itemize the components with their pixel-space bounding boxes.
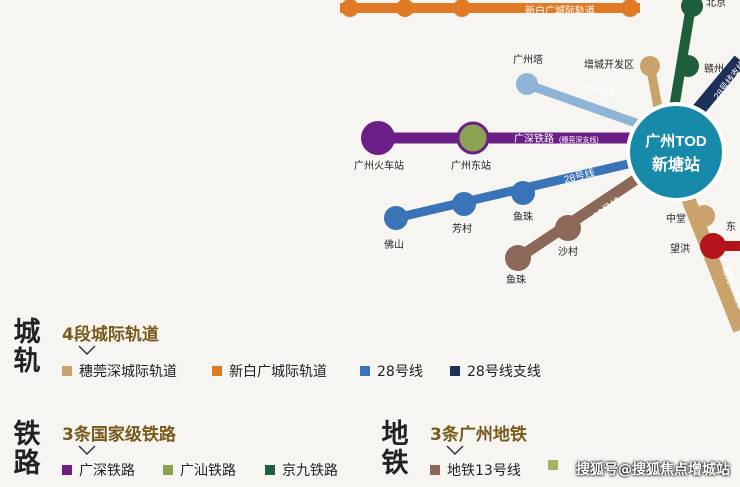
railway-heading: 3条国家级铁路 (62, 425, 176, 445)
legend-swatch (265, 465, 275, 475)
guangzhou-ta-label: 广州塔 (513, 53, 543, 66)
legend-item (548, 460, 565, 470)
l20-line-label: 20号线 (582, 79, 616, 101)
station-dot (621, 0, 639, 17)
shacun-label: 沙村 (558, 245, 578, 258)
chevron-down-icon (446, 445, 464, 456)
legend-item-label: 28号线支线 (467, 364, 541, 380)
legend-item: 28号线 (360, 361, 423, 381)
legend-swatch (62, 465, 72, 475)
xinbai-line-label: 新白广城际轨道 (525, 4, 595, 17)
dong-label: 东 (726, 220, 736, 233)
yuzhu-28-station-dot (511, 181, 535, 205)
fangcun-station-dot (452, 192, 476, 216)
ganzhou-station-label: 赣州 (704, 62, 724, 75)
guangshen-line-sublabel: (穗莞深支线) (559, 135, 599, 144)
hub-subtitle: 新塘站 (652, 155, 700, 174)
legend-item: 新白广城际轨道 (212, 361, 327, 381)
legend-item-label: 京九铁路 (282, 463, 338, 479)
intercity-category-label: 城轨 (13, 317, 41, 377)
l20-line (524, 79, 652, 133)
legend-item: 穗莞深城际轨道 (62, 361, 177, 381)
beijing-station-dot (681, 0, 703, 17)
l13-line (514, 165, 654, 263)
chevron-down-icon (78, 445, 96, 456)
shacun-station-dot (555, 215, 581, 241)
fangcun-label: 芳村 (452, 222, 472, 235)
legend-swatch (548, 460, 558, 470)
legend-swatch (212, 366, 222, 376)
legend-swatch (360, 366, 370, 376)
legend-item: 28号线支线 (450, 361, 541, 381)
foshan-station-dot (384, 206, 408, 230)
legend-swatch (430, 465, 440, 475)
guangzhou-ta-station-dot (516, 73, 538, 95)
legend-swatch (450, 366, 460, 376)
legend-item: 广深铁路 (62, 460, 135, 480)
station-dot (341, 0, 359, 17)
hub-title: 广州TOD (645, 132, 707, 150)
wanghong-label: 望洪 (670, 242, 690, 255)
hub-station (626, 102, 726, 202)
yuzhu-13-label: 鱼珠 (506, 273, 526, 286)
metro-heading: 3条广州地铁 (430, 425, 527, 445)
railway-category-label: 铁路 (13, 419, 41, 479)
legend-item-label: 28号线 (377, 364, 423, 380)
zhongtang-label: 中堂 (666, 212, 686, 225)
yuzhu-13-station-dot (505, 245, 531, 271)
legend-item-label: 广汕铁路 (180, 463, 236, 479)
legend-item: 京九铁路 (265, 460, 338, 480)
station-dot (453, 0, 471, 17)
zhongtang-station-dot (693, 205, 715, 227)
zengcheng-kfq-station-dot (640, 56, 660, 76)
zengcheng-kfq-label: 增城开发区 (584, 58, 634, 71)
guangzhou-dongzhan-label: 广州东站 (451, 159, 491, 172)
guangzhou-dongzhan-station-dot (456, 121, 490, 155)
legend-swatch (163, 465, 173, 475)
legend-item-label: 广深铁路 (79, 463, 135, 479)
legend-item-label: 穗莞深城际轨道 (79, 364, 177, 380)
guangzhou-huochezhan-station-dot (361, 121, 395, 155)
beijing-station-label: 北京 (706, 0, 726, 9)
foshan-label: 佛山 (384, 238, 404, 251)
guangzhou-huochezhan-label: 广州火车站 (354, 159, 404, 172)
legend-swatch (62, 366, 72, 376)
legend-item-label: 地铁13号线 (447, 463, 521, 479)
yuzhu-28-label: 鱼珠 (513, 210, 533, 223)
watermark: 搜狐号@搜狐焦点增城站 (576, 462, 730, 478)
legend-item-label: 新白广城际轨道 (229, 364, 327, 380)
intercity-heading: 4段城际轨道 (62, 325, 159, 345)
station-dot (396, 0, 414, 17)
chevron-down-icon (78, 345, 96, 356)
ganzhou-station-dot (677, 55, 699, 77)
legend-item: 地铁13号线 (430, 460, 521, 480)
guangshen-line-label: 广深铁路 (514, 132, 554, 145)
l28-line-label: 28号线 (563, 166, 596, 186)
legend-item: 广汕铁路 (163, 460, 236, 480)
wanghong-station-dot (700, 233, 726, 259)
metro-category-label: 地铁 (381, 419, 409, 479)
